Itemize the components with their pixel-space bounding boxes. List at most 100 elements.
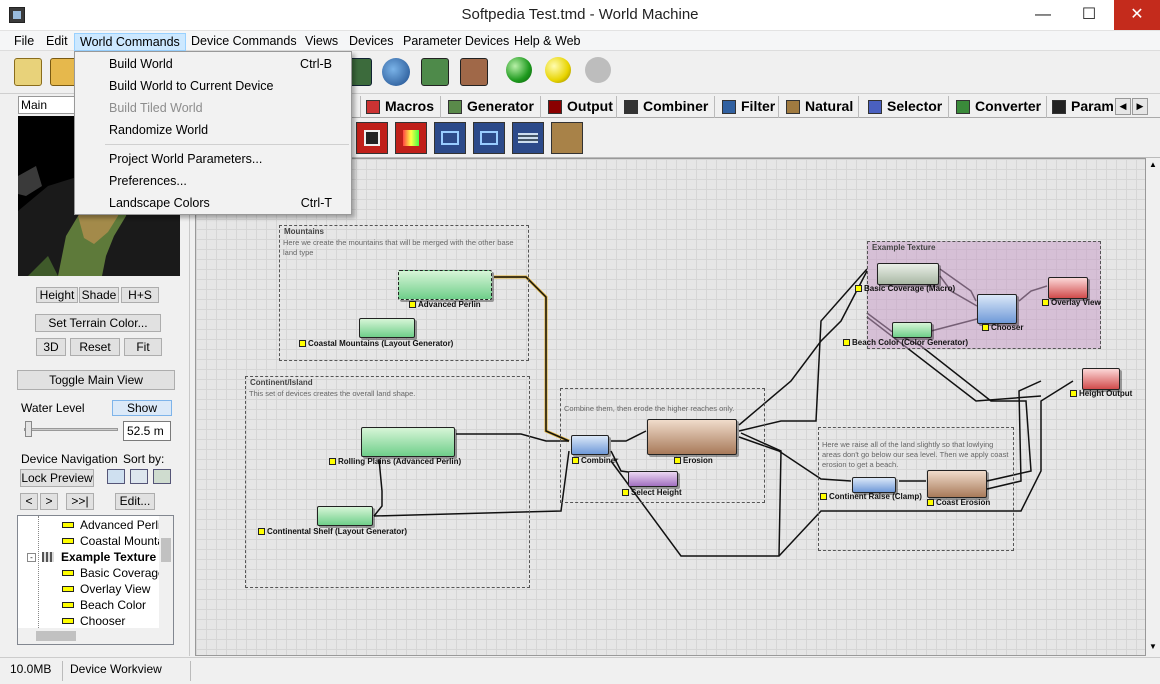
nav-prev-button[interactable]: < — [20, 493, 38, 510]
menu-bar: File Edit World Commands Device Commands… — [0, 31, 1160, 51]
device-tree[interactable]: Advanced Perlin Coastal Mountai - Exampl… — [17, 515, 174, 645]
tab-natural[interactable]: Natural — [783, 96, 859, 118]
mountain-icon[interactable] — [421, 58, 449, 86]
randomize-world-menu-item[interactable]: Randomize World — [109, 123, 209, 137]
tree-item[interactable]: Basic Coverage — [18, 565, 165, 581]
height-button[interactable]: Height — [36, 287, 78, 303]
node-erosion[interactable] — [647, 419, 737, 455]
tab-generator[interactable]: Generator — [445, 96, 541, 118]
node-chooser[interactable] — [977, 294, 1017, 324]
gray-status-icon[interactable] — [585, 57, 611, 83]
tree-output-icon[interactable] — [434, 122, 466, 154]
tree-vscrollbar[interactable] — [159, 516, 173, 628]
node-basic-coverage[interactable] — [877, 263, 939, 285]
tab-scroll-right-icon[interactable]: ▶ — [1132, 98, 1148, 115]
collapse-icon[interactable]: - — [27, 553, 36, 562]
menu-help-web[interactable]: Help & Web — [514, 34, 581, 48]
hs-button[interactable]: H+S — [121, 287, 159, 303]
nav-last-button[interactable]: >>| — [66, 493, 94, 510]
water-level-slider[interactable] — [24, 428, 118, 431]
menu-world-commands[interactable]: World Commands — [74, 33, 186, 51]
preview-tab[interactable]: Main Exten — [18, 96, 80, 114]
lock-preview-button[interactable]: Lock Preview — [20, 469, 94, 487]
nav-next-button[interactable]: > — [40, 493, 58, 510]
tree-item[interactable]: Chooser — [18, 613, 158, 629]
texture-icon[interactable] — [460, 58, 488, 86]
tree-item[interactable]: Overlay View — [18, 581, 158, 597]
split-output-icon[interactable] — [473, 122, 505, 154]
texture-output-icon[interactable] — [551, 122, 583, 154]
reset-button[interactable]: Reset — [70, 338, 120, 356]
preferences-menu-item[interactable]: Preferences... — [109, 174, 187, 188]
tab-converter[interactable]: Converter — [953, 96, 1047, 118]
build-tiled-world-menu-item[interactable]: Build Tiled World — [109, 101, 203, 115]
node-beach-color[interactable] — [892, 322, 932, 338]
group-continent-island[interactable]: Continent/Island This set of devices cre… — [245, 376, 530, 588]
build-world-to-current-device-menu-item[interactable]: Build World to Current Device — [109, 79, 274, 93]
tree-item[interactable]: Advanced Perlin — [18, 517, 167, 533]
tab-scroll-left-icon[interactable]: ◀ — [1115, 98, 1131, 115]
output-device-icon[interactable] — [356, 122, 388, 154]
3d-button[interactable]: 3D — [36, 338, 66, 356]
node-continent-raise[interactable] — [852, 477, 896, 493]
tree-group[interactable]: - Example Texture — [18, 549, 158, 565]
shade-button[interactable]: Shade — [79, 287, 119, 303]
group-combine[interactable]: Combine them, then erode the higher reac… — [560, 388, 765, 503]
fit-button[interactable]: Fit — [124, 338, 162, 356]
layers-output-icon[interactable] — [512, 122, 544, 154]
water-level-input[interactable]: 52.5 m — [123, 421, 171, 441]
node-advanced-perlin[interactable] — [398, 270, 492, 300]
tab-output[interactable]: Output — [545, 96, 617, 118]
node-rolling-plains[interactable] — [361, 427, 455, 457]
node-combiner[interactable] — [571, 435, 609, 455]
sort-list-icon[interactable] — [107, 469, 125, 484]
menu-views[interactable]: Views — [305, 34, 339, 48]
project-world-parameters-menu-item[interactable]: Project World Parameters... — [109, 152, 263, 166]
menu-device-commands[interactable]: Device Commands — [191, 34, 297, 48]
tree-hscrollbar[interactable] — [18, 628, 173, 644]
green-status-icon[interactable] — [506, 57, 532, 83]
menu-parameter-devices[interactable]: Parameter Devices — [403, 34, 510, 48]
node-overlay-view[interactable] — [1048, 277, 1088, 299]
tree-item[interactable]: Beach Color — [18, 597, 158, 613]
menu-file[interactable]: File — [14, 34, 35, 48]
tab-param[interactable]: Param — [1049, 96, 1114, 118]
tab-combiner[interactable]: Combiner — [621, 96, 715, 118]
tree-item[interactable]: Coastal Mountai — [18, 533, 167, 549]
yellow-status-icon[interactable] — [545, 57, 571, 83]
tab-macros[interactable]: Macros — [363, 96, 441, 118]
menu-devices[interactable]: Devices — [349, 34, 394, 48]
minimize-button[interactable]: — — [1035, 6, 1051, 23]
sort-group-icon[interactable] — [153, 469, 171, 484]
node-coast-erosion[interactable] — [927, 470, 987, 498]
node-height-output[interactable] — [1082, 368, 1120, 390]
device-workview-canvas[interactable]: Mountains Here we create the mountains t… — [195, 158, 1146, 656]
open-folder-icon[interactable] — [50, 58, 78, 86]
edit-button[interactable]: Edit... — [115, 493, 155, 510]
tab-filter[interactable]: Filter — [719, 96, 779, 118]
node-continental-shelf[interactable] — [317, 506, 373, 526]
water-slider-handle[interactable] — [25, 421, 32, 437]
node-coastal-mountains[interactable] — [359, 318, 415, 338]
group-mountains[interactable]: Mountains Here we create the mountains t… — [279, 225, 529, 361]
toggle-main-view-button[interactable]: Toggle Main View — [17, 370, 175, 390]
new-file-icon[interactable] — [14, 58, 42, 86]
set-terrain-color-button[interactable]: Set Terrain Color... — [35, 314, 161, 332]
node-select-height[interactable] — [628, 471, 678, 487]
group-continent-raise[interactable]: Here we raise all of the land slightly s… — [818, 427, 1014, 551]
globe-icon[interactable] — [382, 58, 410, 86]
canvas-vscrollbar[interactable]: ▲ ▼ — [1146, 158, 1160, 656]
sort-type-icon[interactable] — [130, 469, 148, 484]
water-show-button[interactable]: Show — [112, 400, 172, 416]
node-label: Continental Shelf (Layout Generator) — [258, 527, 407, 536]
close-button[interactable]: ✕ — [1114, 0, 1160, 30]
maximize-button[interactable]: ☐ — [1081, 6, 1097, 23]
bitmap-output-icon[interactable] — [395, 122, 427, 154]
status-bar: 10.0MB Device Workview — [0, 657, 1160, 684]
node-label: Chooser — [982, 323, 1023, 332]
menu-edit[interactable]: Edit — [46, 34, 68, 48]
tab-selector[interactable]: Selector — [865, 96, 949, 118]
memory-status: 10.0MB — [10, 662, 52, 676]
